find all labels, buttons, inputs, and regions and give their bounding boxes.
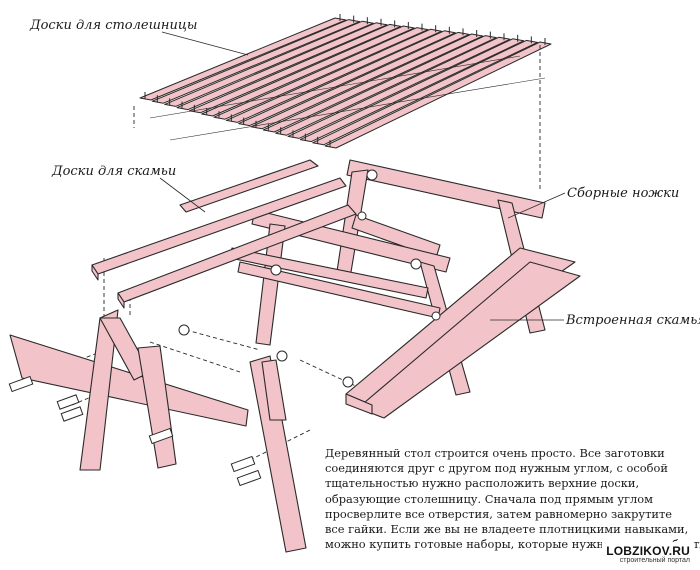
site-logo: LOBZIKOV.RU строительный портал <box>602 542 694 566</box>
tabletop-board <box>324 41 552 149</box>
description-line: соединяются друг с другом под нужным угл… <box>325 461 668 476</box>
tabletop-boards <box>139 14 552 149</box>
tabletop-board <box>164 20 374 107</box>
bench-seat-boards <box>91 159 357 309</box>
tabletop-board <box>238 30 456 127</box>
label-built-in-bench: Встроенная скамья <box>566 313 700 328</box>
tabletop-board <box>213 27 429 120</box>
tabletop-board <box>225 28 443 123</box>
label-leader-lines <box>159 31 566 321</box>
tabletop-board <box>188 23 402 114</box>
assembly-guide-lines <box>27 45 541 461</box>
description-line: образующие столешницу. Сначала под прямы… <box>325 491 653 506</box>
tabletop-board <box>262 33 484 133</box>
tabletop-board <box>250 31 470 130</box>
label-bench-boards: Доски для скамьи <box>52 164 177 179</box>
tabletop-batten-line <box>149 55 521 119</box>
logo-name: LOBZIKOV.RU <box>606 544 690 558</box>
description-text: Деревянный стол строится очень просто. В… <box>325 446 700 552</box>
tabletop-board <box>312 39 538 146</box>
description-line: все гайки. Если же вы не владеете плотни… <box>325 522 689 537</box>
tabletop-board <box>139 17 347 101</box>
tabletop-board <box>176 22 388 111</box>
label-tabletop-boards: Доски для столешницы <box>30 18 198 33</box>
tabletop-board <box>151 19 361 104</box>
description-line: тщательностью нужно расположить верхние … <box>325 476 640 491</box>
bolts-and-nuts <box>8 169 441 487</box>
description-line: просверлите все отверстия, затем равноме… <box>325 506 673 521</box>
tabletop-board <box>275 35 497 136</box>
tabletop-board <box>287 36 511 139</box>
label-assembled-legs: Сборные ножки <box>567 186 680 201</box>
tabletop-board <box>201 25 415 117</box>
description-line: Деревянный стол строится очень просто. В… <box>325 446 665 460</box>
tabletop-batten-line <box>169 77 546 141</box>
logo-subtitle: строительный портал <box>619 557 690 564</box>
